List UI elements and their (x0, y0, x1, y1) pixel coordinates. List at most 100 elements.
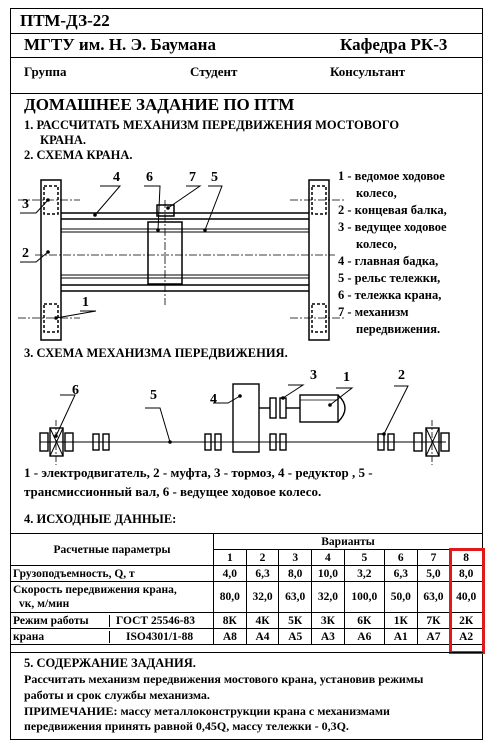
mode-iso-cell: крана ISO4301/1-88 (10, 628, 214, 645)
crane-legend-line: 1 - ведомое ходовое (338, 169, 445, 183)
variant-number: 2 (245, 549, 280, 566)
crane-label-2: 2 (22, 246, 29, 261)
crane-legend-line: 2 - концевая балка, (338, 203, 447, 217)
mech-label-2: 2 (398, 368, 405, 383)
document-code: ПТМ-ДЗ-22 (20, 11, 110, 30)
table-cell: 50,0 (383, 581, 418, 613)
gearbox (232, 383, 260, 453)
task1-text-cont: КРАНА. (40, 133, 87, 147)
crane-legend-line: 6 - тележка крана, (338, 288, 442, 302)
crane-legend-line: колесо, (356, 237, 397, 251)
table-cell: А4 (245, 628, 280, 645)
group-label: Группа (24, 64, 67, 79)
table-cell: 32,0 (311, 581, 345, 613)
mech-label-1: 1 (343, 370, 350, 385)
mechanism-legend: 1 - электродвигатель, 2 - муфта, 3 - тор… (24, 465, 373, 480)
left-end-beam (40, 179, 62, 341)
iso-label: ISO4301/1-88 (126, 630, 194, 643)
parameters-table: Расчетные параметры Варианты 1 2 3 4 5 6… (10, 533, 483, 645)
table-cell: 80,0 (213, 581, 247, 613)
table-cell: А7 (416, 628, 451, 645)
table-cell: 63,0 (278, 581, 313, 613)
document-frame (10, 8, 483, 740)
table-cell: 100,0 (343, 581, 385, 613)
variants-header: Варианты (213, 533, 483, 550)
mech-label-5: 5 (150, 388, 157, 403)
table-cell: 2К (449, 612, 483, 629)
table-cell: 32,0 (245, 581, 280, 613)
task1-text: 1. РАССЧИТАТЬ МЕХАНИЗМ ПЕРЕДВИЖЕНИЯ МОСТ… (24, 118, 400, 132)
table-row: Скорость передвижения крана, vк, м/мин 8… (10, 581, 483, 613)
table-row: Грузоподъемность, Q, т 4,0 6,3 8,0 10,0 … (10, 565, 483, 582)
table-cell: А6 (343, 628, 385, 645)
crane-legend-line: 7 - механизм (338, 305, 409, 319)
crane-label-4: 4 (113, 170, 120, 185)
row-label: Грузоподъемность, Q, т (10, 565, 214, 582)
crane-label-3: 3 (22, 197, 29, 212)
electric-motor (299, 394, 339, 423)
divider (10, 33, 483, 34)
variant-number: 6 (383, 549, 418, 566)
table-cell: 1К (383, 612, 418, 629)
divider (10, 93, 483, 94)
table-cell: 5,0 (416, 565, 451, 582)
mech-label-6: 6 (72, 383, 79, 398)
right-wheel (425, 427, 440, 457)
section4-heading: 4. ИСХОДНЫЕ ДАННЫЕ: (24, 512, 177, 526)
variant-number: 7 (416, 549, 451, 566)
section2-heading: 2. СХЕМА КРАНА. (24, 148, 133, 162)
table-cell: 4К (245, 612, 280, 629)
table-cell: А3 (311, 628, 345, 645)
table-cell: 6,3 (245, 565, 280, 582)
department-name: Кафедра РК-3 (340, 35, 448, 54)
table-cell: 7К (416, 612, 451, 629)
variant-number: 1 (213, 549, 247, 566)
section5-heading: 5. СОДЕРЖАНИЕ ЗАДАНИЯ. (24, 656, 196, 670)
crane-label-6: 6 (146, 170, 153, 185)
variant-8-highlight (449, 548, 485, 654)
table-cell: 5К (278, 612, 313, 629)
content-text: Рассчитать механизм передвижения мостово… (24, 672, 424, 686)
left-wheel (49, 427, 64, 457)
mech-label-3: 3 (310, 368, 317, 383)
page-title: ДОМАШНЕЕ ЗАДАНИЕ ПО ПТМ (24, 95, 295, 114)
table-cell: 4,0 (213, 565, 247, 582)
table-cell: А2 (449, 628, 483, 645)
param-header: Расчетные параметры (10, 533, 214, 566)
mechanism-legend-cont: трансмиссионный вал, 6 - ведущее ходовое… (24, 484, 322, 499)
brake (269, 397, 277, 419)
crane-legend-line: передвижения. (356, 322, 441, 336)
table-cell: 8,0 (278, 565, 313, 582)
crane-label-1: 1 (82, 295, 89, 310)
variant-number: 4 (311, 549, 345, 566)
variant-number: 3 (278, 549, 313, 566)
mech-label-4: 4 (210, 392, 217, 407)
row-label-line: vк, м/мин (19, 598, 70, 610)
variant-number: 5 (343, 549, 385, 566)
content-text-cont: работы и срок службы механизма. (24, 688, 210, 702)
gost-label: ГОСТ 25546-83 (116, 614, 196, 627)
note-text-cont: передвижения принять равной 0,45Q, массу… (24, 719, 349, 733)
mode-label: Режим работы (11, 614, 110, 627)
university-name: МГТУ им. Н. Э. Баумана (24, 35, 216, 54)
note-text: ПРИМЕЧАНИЕ: массу металлоконструкции кра… (24, 704, 390, 718)
table-cell: А5 (278, 628, 313, 645)
table-cell: А1 (383, 628, 418, 645)
divider (10, 57, 483, 58)
right-end-beam (308, 179, 330, 341)
table-cell: 6,3 (383, 565, 418, 582)
crane-label-5: 5 (211, 170, 218, 185)
row-label: Скорость передвижения крана, vк, м/мин (10, 581, 214, 613)
crane-legend-line: колесо, (356, 186, 397, 200)
student-label: Студент (190, 64, 238, 79)
row-label-line: Скорость передвижения крана, (13, 584, 177, 596)
table-cell: 10,0 (311, 565, 345, 582)
crane-legend-line: 3 - ведущее ходовое (338, 220, 447, 234)
crane-label-7: 7 (189, 170, 196, 185)
table-cell: 3,2 (343, 565, 385, 582)
table-cell: 8К (213, 612, 247, 629)
mode-label-cont: крана (11, 630, 110, 643)
